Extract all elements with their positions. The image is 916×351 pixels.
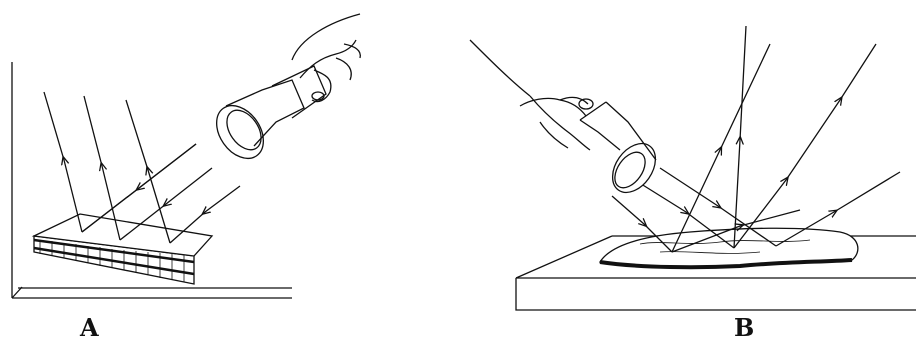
- water-puddle-icon: [600, 228, 858, 267]
- flashlight-icon: [207, 66, 326, 167]
- panel-label-a: A: [80, 313, 99, 342]
- flashlight-icon: [580, 102, 664, 200]
- reflected-rays-b: [672, 26, 900, 252]
- hand-icon: [292, 14, 360, 102]
- mirror-icon: [34, 214, 212, 284]
- panel-a: [12, 14, 360, 298]
- hand-icon: [470, 40, 593, 150]
- panel-label-b: B: [734, 313, 754, 342]
- panel-b: [470, 26, 916, 310]
